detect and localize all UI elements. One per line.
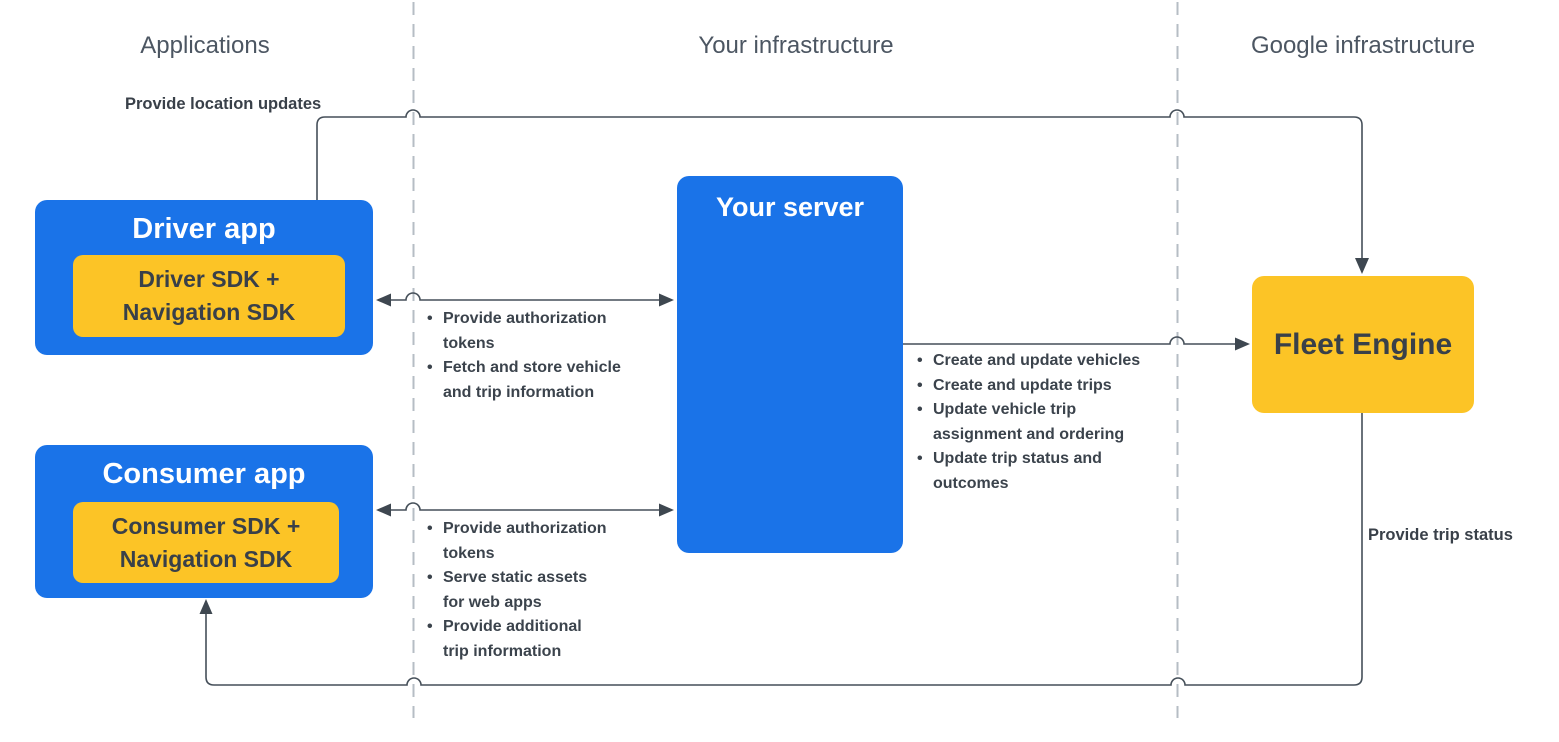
- notes-driver-server: Provide authorization tokens Fetch and s…: [427, 307, 677, 405]
- note-item: Provide authorization tokens: [427, 517, 677, 566]
- arrowhead-into-fleet-top: [1355, 258, 1369, 274]
- note-item: Create and update vehicles: [917, 349, 1187, 374]
- edge-location-updates: [316, 109, 1363, 259]
- fleet-engine-title: Fleet Engine: [1273, 327, 1453, 361]
- your-server-title: Your server: [715, 192, 865, 222]
- edge-trip-status: [205, 413, 1363, 686]
- arrowhead-into-consumer-bottom: [199, 599, 213, 614]
- driver-app-title: Driver app: [132, 213, 276, 245]
- edge-server-fleet: [903, 336, 1236, 345]
- fleet-engine-node: Fleet Engine: [1252, 276, 1474, 413]
- lane-header-applications: Applications: [140, 32, 270, 59]
- lane-header-google-infrastructure: Google infrastructure: [1250, 32, 1476, 59]
- edge-label-trip-status: Provide trip status: [1368, 526, 1513, 544]
- note-item: Update trip status and outcomes: [917, 447, 1187, 496]
- note-item: Update vehicle trip assignment and order…: [917, 398, 1187, 447]
- note-item: Create and update trips: [917, 374, 1187, 399]
- edge-driver-server: [390, 292, 660, 301]
- driver-sdk-node: Driver SDK + Navigation SDK: [73, 255, 345, 337]
- arrowhead-into-fleet-left: [1235, 337, 1250, 351]
- lane-header-your-infrastructure: Your infrastructure: [698, 32, 894, 59]
- your-server-node: Your server: [677, 176, 903, 553]
- arrowhead-into-consumer-side: [376, 503, 391, 517]
- edge-consumer-server: [390, 502, 660, 511]
- edge-label-location-updates: Provide location updates: [125, 95, 322, 113]
- note-item: Provide additional trip information: [427, 615, 677, 664]
- consumer-sdk-node: Consumer SDK + Navigation SDK: [73, 502, 339, 583]
- notes-server-fleet: Create and update vehicles Create and up…: [917, 349, 1187, 496]
- note-item: Fetch and store vehicle and trip informa…: [427, 356, 677, 405]
- notes-consumer-server: Provide authorization tokens Serve stati…: [427, 517, 677, 664]
- note-item: Provide authorization tokens: [427, 307, 677, 356]
- note-item: Serve static assets for web apps: [427, 566, 677, 615]
- arrowhead-into-server-bottom: [659, 503, 674, 517]
- consumer-app-title: Consumer app: [102, 458, 306, 490]
- arrowhead-into-driver: [376, 293, 391, 307]
- arrowhead-into-server-top: [659, 293, 674, 307]
